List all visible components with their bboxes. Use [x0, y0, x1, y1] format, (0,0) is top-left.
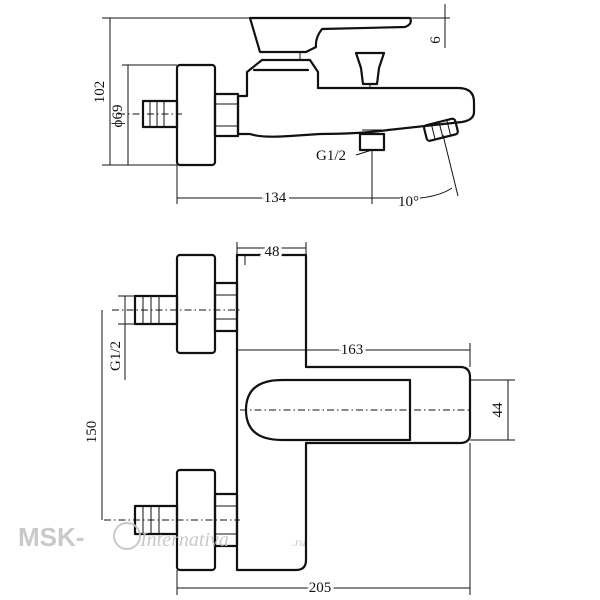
dim-depth: 134 — [264, 190, 287, 206]
upper-escutcheon — [175, 253, 217, 355]
shower-outlet — [358, 132, 386, 152]
watermark-site: Internativa — [139, 529, 229, 551]
diverter-knob — [354, 51, 386, 86]
aerator — [423, 117, 459, 142]
watermark-tld: .ru — [292, 535, 306, 549]
escutcheon-plate — [175, 63, 217, 167]
dim-center-distance: 150 — [84, 421, 100, 444]
watermark-logo-icon — [113, 522, 141, 550]
dim-diameter: ϕ69 — [110, 105, 126, 128]
dim-inlet-thread-front: G1/2 — [108, 341, 124, 371]
dim-total-width: 205 — [309, 580, 332, 596]
dim-top-offset: 6 — [428, 36, 444, 44]
watermark-brand: MSK- — [18, 522, 84, 552]
faucet-body — [236, 58, 476, 138]
watermark: MSK- Internativa .ru — [18, 522, 306, 552]
dim-spout-angle: 10° — [398, 194, 419, 210]
dim-height-total: 102 — [92, 81, 108, 104]
front-view: 48 163 44 150 G1/2 205 — [84, 241, 515, 599]
upper-nut — [213, 281, 239, 333]
front-body — [235, 253, 472, 572]
dim-inlet-thread-side: G1/2 — [316, 148, 346, 164]
hex-nut — [213, 92, 240, 138]
dim-spout-length: 163 — [341, 342, 364, 358]
dim-body-width: 48 — [265, 244, 280, 260]
side-view: 102 ϕ69 6 134 10° G1/2 — [92, 4, 476, 210]
dim-handle-height: 44 — [490, 402, 506, 418]
lever-handle — [248, 16, 412, 54]
